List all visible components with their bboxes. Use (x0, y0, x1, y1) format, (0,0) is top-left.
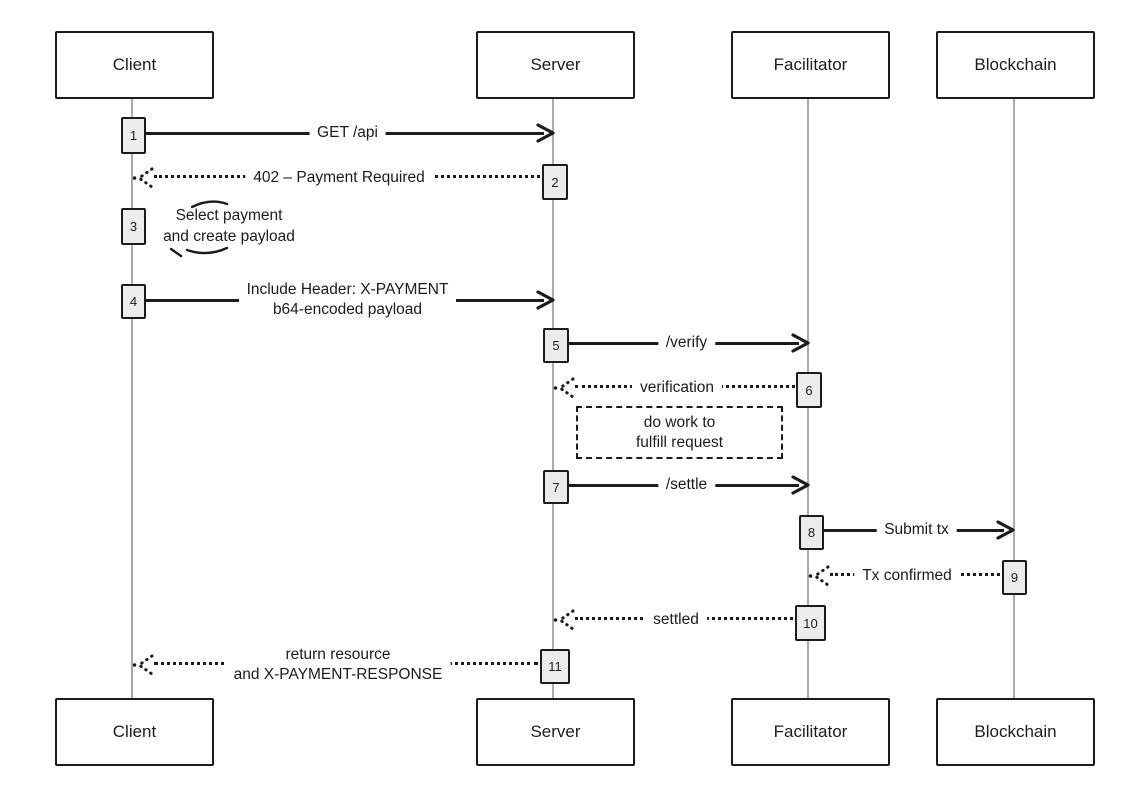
activation-step-7: 7 (543, 470, 569, 504)
actor-server-bottom: Server (476, 698, 635, 766)
self-message-select-payment: Select payment and create payload (143, 205, 315, 247)
actor-label: Server (530, 722, 581, 741)
step-number: 8 (807, 525, 816, 540)
activation-step-8: 8 (799, 515, 824, 550)
message-line1: Include Header: X-PAYMENT (246, 281, 449, 298)
step-number: 5 (552, 338, 560, 353)
message-label: Tx confirmed (854, 566, 960, 586)
dotted-arrowhead-left-icon (553, 609, 575, 631)
actor-label: Facilitator (773, 55, 848, 74)
activation-step-11: 11 (540, 649, 570, 684)
message-label: /verify (657, 333, 716, 353)
activation-step-1: 1 (121, 117, 146, 154)
activation-step-5: 5 (543, 328, 569, 363)
message-label: return resource and X-PAYMENT-RESPONSE (225, 645, 451, 685)
arrowhead-right-icon (791, 333, 810, 353)
actor-label: Server (530, 55, 581, 74)
note-line2: fulfill request (635, 433, 723, 451)
step-number: 11 (548, 659, 562, 674)
actor-label: Client (112, 722, 157, 741)
arrowhead-right-icon (536, 123, 555, 143)
actor-label: Facilitator (773, 722, 848, 741)
message-label: /settle (657, 475, 716, 495)
message-label: verification (631, 378, 723, 398)
note-line1: do work to (643, 413, 716, 431)
activation-step-2: 2 (542, 164, 568, 200)
lifeline-blockchain (1013, 97, 1015, 698)
actor-label: Client (112, 55, 157, 74)
step-number: 9 (1010, 570, 1019, 585)
lifeline-client (131, 97, 133, 698)
actor-client-top: Client (55, 31, 214, 99)
step-number: 3 (129, 219, 138, 234)
activation-step-6: 6 (796, 372, 822, 408)
step-number: 6 (805, 382, 813, 398)
message-label: Submit tx (876, 520, 957, 540)
message-label: GET /api (309, 123, 386, 143)
actor-label: Blockchain (974, 722, 1057, 741)
actor-client-bottom: Client (55, 698, 214, 766)
lifeline-server (552, 97, 554, 698)
activation-step-3: 3 (121, 208, 146, 245)
arrowhead-right-icon (996, 520, 1015, 540)
step-number: 10 (803, 615, 818, 631)
note-do-work: do work to fulfill request (576, 406, 783, 459)
dotted-arrowhead-left-icon (553, 377, 575, 399)
dotted-arrowhead-left-icon (132, 654, 154, 676)
actor-facilitator-bottom: Facilitator (731, 698, 890, 766)
actor-server-top: Server (476, 31, 635, 99)
actor-blockchain-top: Blockchain (936, 31, 1095, 99)
activation-step-4: 4 (121, 284, 146, 319)
message-label: settled (645, 610, 707, 630)
step-number: 7 (552, 479, 560, 495)
dotted-arrowhead-left-icon (808, 565, 830, 587)
message-line2: and X-PAYMENT-RESPONSE (233, 666, 443, 683)
self-message-line1: Select payment (175, 207, 283, 224)
message-line2: b64-encoded payload (272, 301, 423, 318)
step-number: 4 (129, 294, 138, 309)
activation-step-9: 9 (1002, 560, 1027, 595)
message-label: 402 – Payment Required (245, 168, 433, 188)
arrowhead-right-icon (536, 290, 555, 310)
self-message-line2: and create payload (163, 228, 295, 245)
activation-step-10: 10 (795, 605, 826, 641)
step-number: 2 (551, 174, 559, 190)
step-number: 1 (129, 128, 138, 143)
sketch-arcs-icon (169, 200, 229, 258)
actor-blockchain-bottom: Blockchain (936, 698, 1095, 766)
message-line1: return resource (285, 646, 391, 663)
actor-label: Blockchain (974, 55, 1057, 74)
message-label: Include Header: X-PAYMENT b64-encoded pa… (238, 280, 457, 320)
dotted-arrowhead-left-icon (132, 167, 154, 189)
actor-facilitator-top: Facilitator (731, 31, 890, 99)
arrowhead-right-icon (791, 475, 810, 495)
